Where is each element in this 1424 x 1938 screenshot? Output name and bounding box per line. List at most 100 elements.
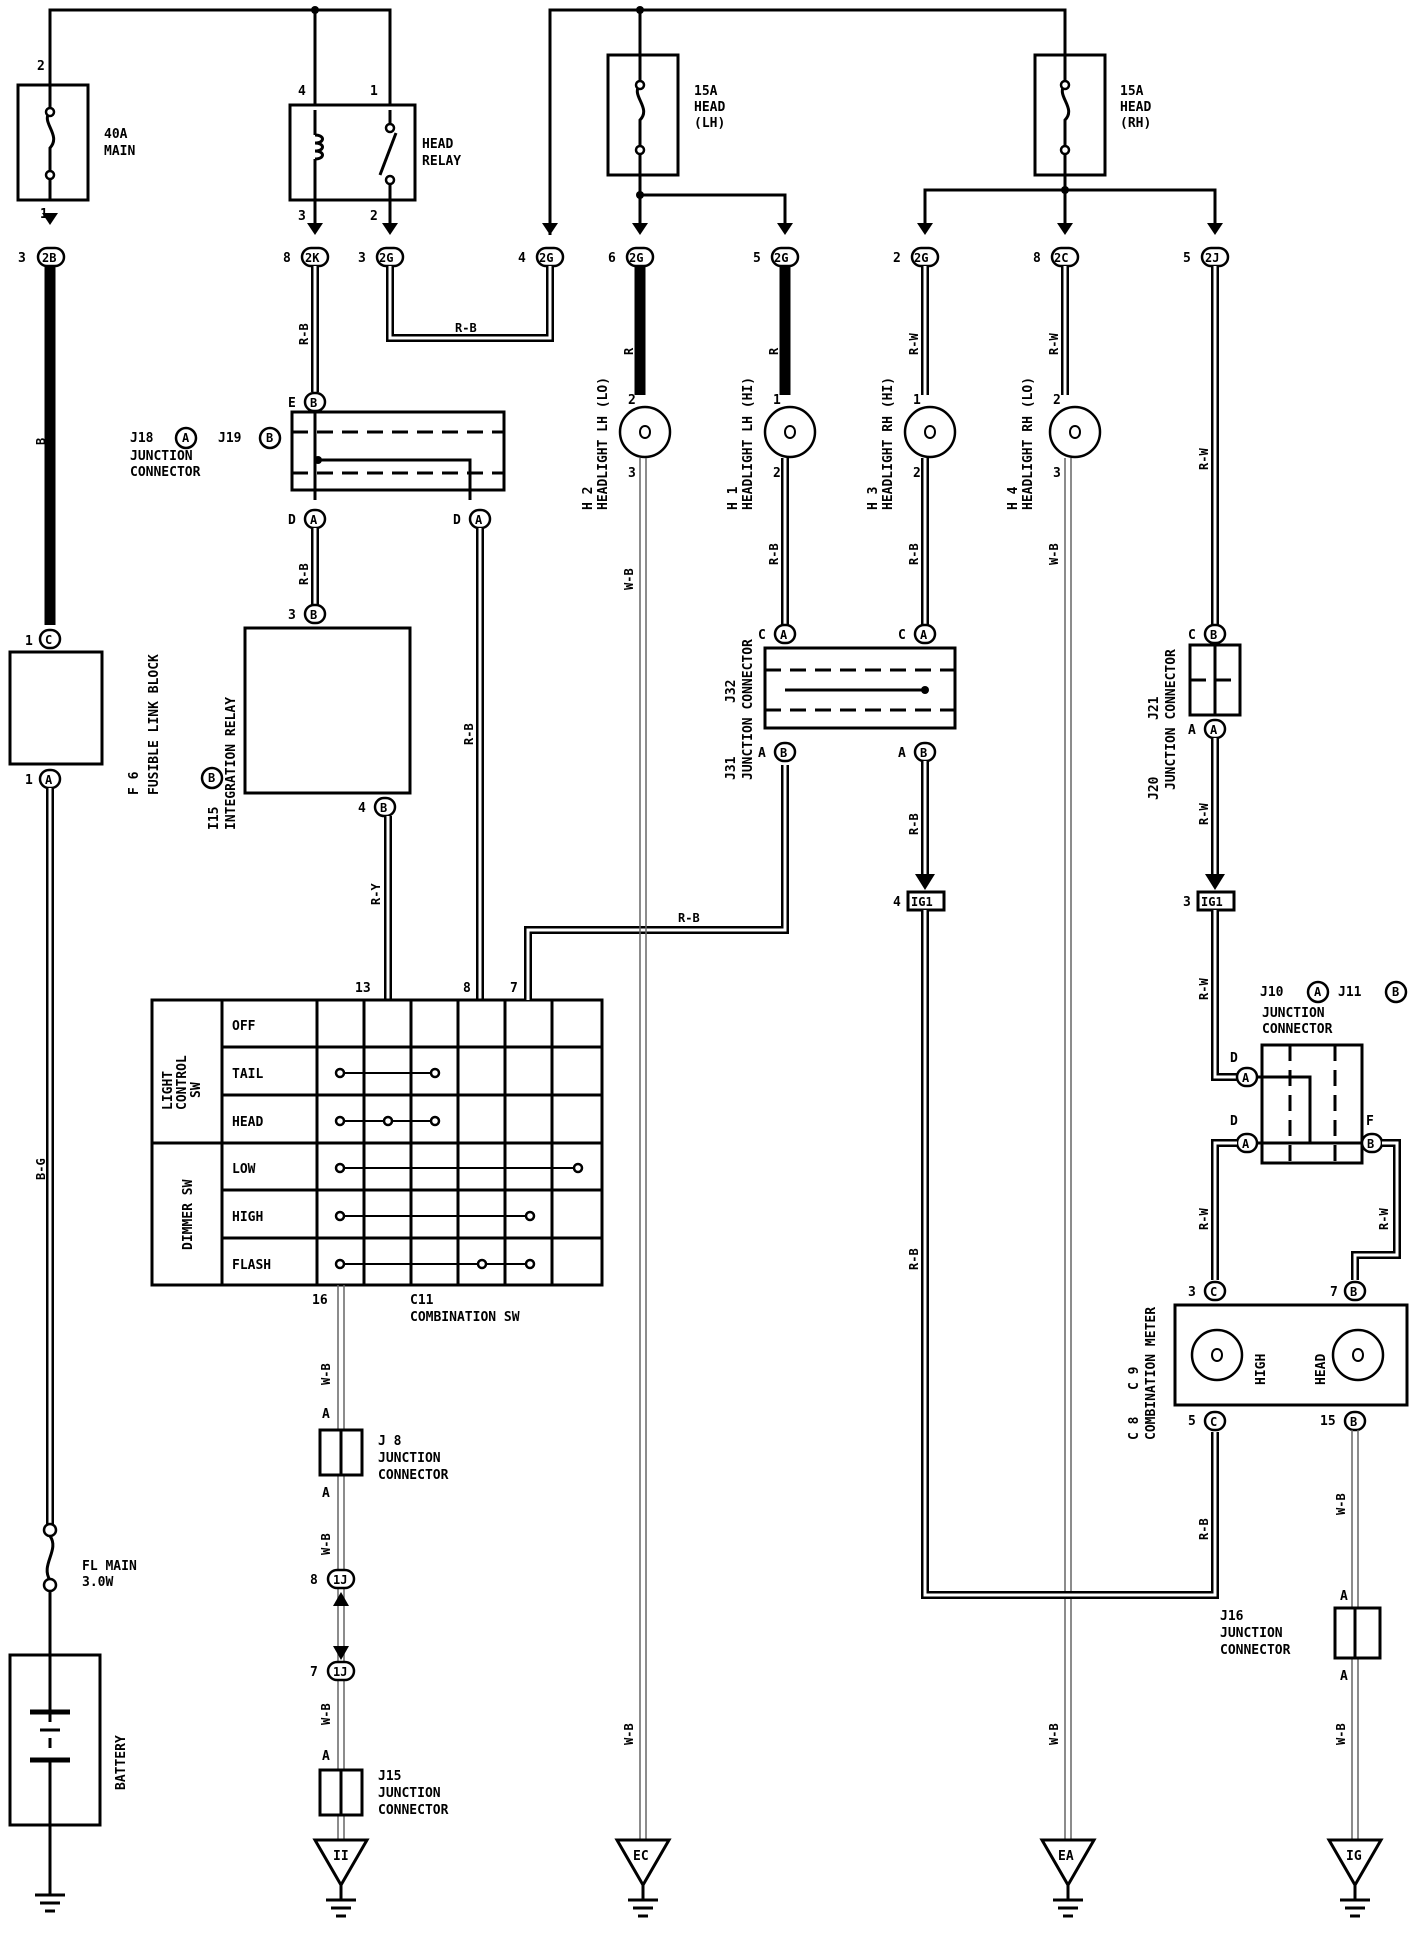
headlight-h4: R-W 2 3 H 4 HEADLIGHT RH (LO) — [1006, 266, 1102, 510]
svg-text:INTEGRATION RELAY: INTEGRATION RELAY — [224, 697, 239, 830]
svg-text:B: B — [266, 431, 273, 445]
svg-text:D: D — [1230, 1051, 1238, 1066]
integration-relay: B 3 B 4 I15 B INTEGRATION RELAY — [200, 603, 412, 830]
fusible-link-block: C 1 A 1 F 6 FUSIBLE LINK BLOCK — [8, 628, 162, 795]
svg-text:2G: 2G — [774, 251, 788, 265]
svg-text:CONNECTOR: CONNECTOR — [378, 1803, 449, 1818]
connector-ig1-left: IG1 4 — [893, 890, 946, 912]
svg-text:R-W: R-W — [1197, 803, 1211, 825]
svg-text:OFF: OFF — [232, 1019, 256, 1034]
rb-wire-j18-to-sw: R-B — [462, 528, 484, 1000]
svg-text:13: 13 — [355, 981, 371, 996]
svg-text:EA: EA — [1058, 1849, 1074, 1864]
svg-text:15A: 15A — [1120, 84, 1144, 99]
connector-2k: 2K 8 — [283, 246, 330, 268]
svg-text:3: 3 — [1188, 1285, 1196, 1300]
svg-text:COMBINATION METER: COMBINATION METER — [1144, 1307, 1159, 1440]
svg-text:D: D — [453, 513, 461, 528]
svg-text:BATTERY: BATTERY — [114, 1735, 129, 1790]
svg-text:E: E — [288, 396, 296, 411]
svg-text:HEAD: HEAD — [422, 137, 453, 152]
headlight-h2: R 2 3 H 2 HEADLIGHT LH (LO) — [581, 266, 672, 510]
svg-text:H 4: H 4 — [1006, 486, 1021, 510]
rw-wire-j10-to-meter-high: R-W — [1197, 1139, 1237, 1280]
svg-text:5: 5 — [1183, 251, 1191, 266]
svg-text:LOW: LOW — [232, 1162, 256, 1177]
svg-text:R-B: R-B — [297, 563, 311, 585]
svg-text:CONNECTOR: CONNECTOR — [1220, 1643, 1291, 1658]
svg-text:15: 15 — [1320, 1414, 1336, 1429]
ry-wire: R-Y — [369, 816, 392, 1000]
svg-text:H 2: H 2 — [581, 487, 596, 510]
svg-text:R-W: R-W — [1197, 1208, 1211, 1230]
svg-text:1J: 1J — [333, 1573, 347, 1587]
svg-text:TAIL: TAIL — [232, 1067, 263, 1082]
svg-text:4: 4 — [893, 895, 901, 910]
svg-text:MAIN: MAIN — [104, 144, 135, 159]
ground-battery-icon — [35, 1893, 65, 1913]
junction-connector-j18-j19: B E J18 J19 A B JUNCTION CONNECTOR A D A… — [130, 391, 506, 530]
svg-text:R-B: R-B — [297, 323, 311, 345]
svg-text:B: B — [1350, 1285, 1357, 1299]
svg-text:R-B: R-B — [462, 723, 476, 745]
svg-text:2G: 2G — [539, 251, 553, 265]
svg-text:(LH): (LH) — [694, 116, 725, 131]
svg-text:6: 6 — [608, 251, 616, 266]
svg-text:W-B: W-B — [1047, 1723, 1061, 1745]
svg-text:R-W: R-W — [1047, 333, 1061, 355]
svg-text:2: 2 — [893, 251, 901, 266]
svg-text:J18: J18 — [130, 431, 154, 446]
connector-1j-top: 1J 8 — [310, 1568, 356, 1606]
svg-text:2K: 2K — [305, 251, 320, 265]
svg-text:R-W: R-W — [1197, 978, 1211, 1000]
svg-text:HIGH: HIGH — [232, 1210, 263, 1225]
svg-text:8: 8 — [283, 251, 291, 266]
svg-text:B: B — [1350, 1415, 1357, 1429]
rw-wire-j11-to-meter-head: R-W — [1351, 1139, 1401, 1280]
svg-text:1: 1 — [25, 773, 33, 788]
svg-text:4: 4 — [518, 251, 526, 266]
svg-text:HEAD: HEAD — [1120, 100, 1151, 115]
headlight-h1: R 1 2 H 1 HEADLIGHT LH (HI) R-B — [726, 266, 817, 625]
svg-text:FL MAIN: FL MAIN — [82, 1559, 137, 1574]
rb-wire-j31-to-ig1: R-B — [907, 761, 935, 890]
head-relay: 4 1 3 2 HEAD RELAY — [288, 84, 461, 230]
svg-text:HEAD: HEAD — [1314, 1354, 1329, 1385]
svg-text:16: 16 — [312, 1293, 328, 1308]
svg-text:CONTROL: CONTROL — [175, 1055, 190, 1110]
svg-text:B: B — [920, 746, 927, 760]
svg-text:J19: J19 — [218, 431, 241, 446]
svg-text:R-B: R-B — [1197, 1518, 1211, 1540]
svg-text:HEADLIGHT LH (LO): HEADLIGHT LH (LO) — [596, 377, 611, 510]
connector-2g-relay: 2G 3 — [358, 246, 405, 268]
svg-text:R-B: R-B — [907, 543, 921, 565]
svg-text:C: C — [898, 628, 906, 643]
svg-text:J21: J21 — [1147, 696, 1162, 720]
junction-connector-j31-j32: A C A C B A B A J31 J32 JUNCTION CONNECT… — [724, 623, 957, 780]
svg-text:J16: J16 — [1220, 1609, 1244, 1624]
fl-main-fuse: FL MAIN 3.0W — [42, 1522, 137, 1655]
svg-text:R-B: R-B — [678, 911, 700, 925]
rw-wire-2j-to-j20: R-W — [1197, 266, 1219, 625]
svg-text:2: 2 — [773, 466, 781, 481]
svg-text:IG1: IG1 — [911, 895, 933, 909]
svg-text:1: 1 — [913, 393, 921, 408]
svg-text:3: 3 — [288, 608, 296, 623]
svg-text:A: A — [322, 1749, 330, 1764]
svg-text:5: 5 — [1188, 1414, 1196, 1429]
svg-text:1: 1 — [370, 84, 378, 99]
ground-ea: EA — [1039, 1838, 1097, 1918]
svg-text:R: R — [767, 347, 781, 355]
svg-text:J20: J20 — [1147, 776, 1162, 800]
svg-text:CONNECTOR: CONNECTOR — [1262, 1022, 1333, 1037]
rb-wire-relay-loop: R-B — [386, 266, 554, 342]
svg-text:W-B: W-B — [1334, 1493, 1348, 1515]
svg-text:8: 8 — [463, 981, 471, 996]
svg-text:C: C — [1210, 1415, 1217, 1429]
svg-text:B: B — [1392, 985, 1399, 999]
svg-text:J31: J31 — [724, 756, 739, 780]
svg-text:2G: 2G — [914, 251, 928, 265]
rw-wire-ig1-to-j10: R-W — [1197, 910, 1245, 1081]
svg-text:B-G: B-G — [34, 1158, 48, 1180]
svg-text:3: 3 — [358, 251, 366, 266]
